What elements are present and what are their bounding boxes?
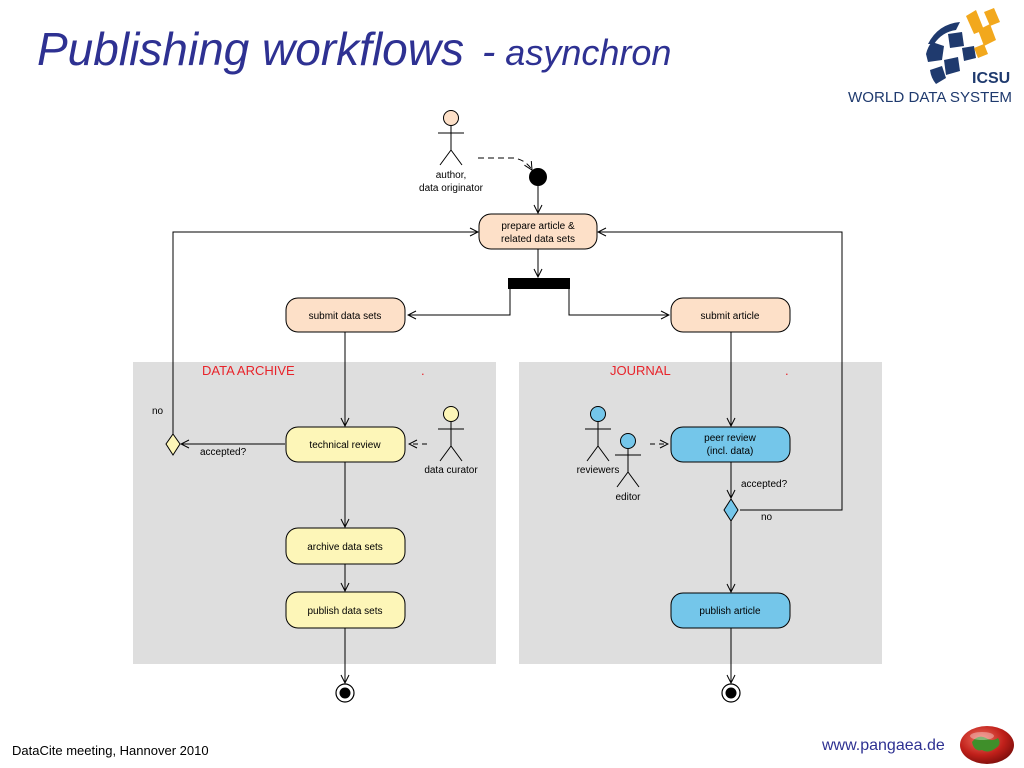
svg-text:technical review: technical review [309,440,381,451]
activity-publish-article: publish article [670,592,791,629]
journal-lane-dot: . [785,363,789,378]
actor-reviewers-label: reviewers [577,465,620,476]
data-archive-lane-title: DATA ARCHIVE [202,363,295,378]
activity-archive-data-sets: archive data sets [285,527,406,565]
decision-journal-no-label: no [761,512,773,523]
activity-technical-review: technical review [285,426,406,463]
svg-text:submit data sets: submit data sets [309,311,382,322]
footer-event: DataCite meeting, Hannover 2010 [12,743,209,758]
svg-text:submit article: submit article [701,311,760,322]
actor-editor-icon [615,433,641,488]
svg-text:publish data sets: publish data sets [307,606,382,617]
globe-icon [925,8,1000,85]
actor-editor-label: editor [615,492,641,503]
decision-journal-question: accepted? [741,479,788,490]
footer-url-link[interactable]: www.pangaea.de [822,737,945,754]
flow-fork-to-submit-article [568,289,669,315]
title-main: Publishing workflows [37,23,464,75]
fork-bar [508,278,570,289]
svg-text:peer review: peer review [704,433,756,444]
svg-text:archive data sets: archive data sets [307,542,383,553]
logo-wds-text: WORLD DATA SYSTEM [848,90,1012,106]
author-dependency [478,157,532,170]
icsu-wds-logo: ICSU WORLD DATA SYSTEM [848,8,1012,106]
title-sub: asynchron [505,32,672,73]
svg-text:(incl. data): (incl. data) [707,446,754,457]
svg-text:publish article: publish article [699,606,761,617]
logo-icsu-text: ICSU [972,70,1010,87]
actor-author-label-2: data originator [419,183,484,194]
connectors [172,157,843,683]
pangaea-globe-icon [960,726,1014,764]
start-node [529,168,547,186]
svg-text:prepare article &: prepare article & [501,221,575,232]
svg-text:related data sets: related data sets [501,234,575,245]
actor-data-curator-label: data curator [424,465,478,476]
title-dash: - [481,30,496,74]
activity-prepare: prepare article & related data sets [478,213,598,250]
actor-author-icon [438,110,464,166]
actor-author-label-1: author, [436,170,467,181]
activity-submit-data-sets: submit data sets [285,297,406,333]
end-node-archive [335,683,355,703]
actor-data-curator-icon [438,406,464,462]
journal-lane-title: JOURNAL [610,363,671,378]
decision-archive [165,433,181,456]
activity-publish-data-sets: publish data sets [285,591,406,629]
end-node-journal [721,683,741,703]
flow-fork-to-submit-data [408,289,511,315]
data-archive-lane-dot: . [421,363,425,378]
actor-reviewers-icon [585,406,611,462]
decision-archive-question: accepted? [200,447,247,458]
activity-submit-article: submit article [670,297,791,333]
flow-decision-no-loop-left [172,232,478,434]
activity-peer-review: peer review (incl. data) [670,426,791,463]
decision-archive-no-label: no [152,406,164,417]
slide-title: Publishing workflows-asynchron [37,22,671,76]
decision-journal [723,498,739,522]
flow-decision-no-loop-right [598,232,843,511]
